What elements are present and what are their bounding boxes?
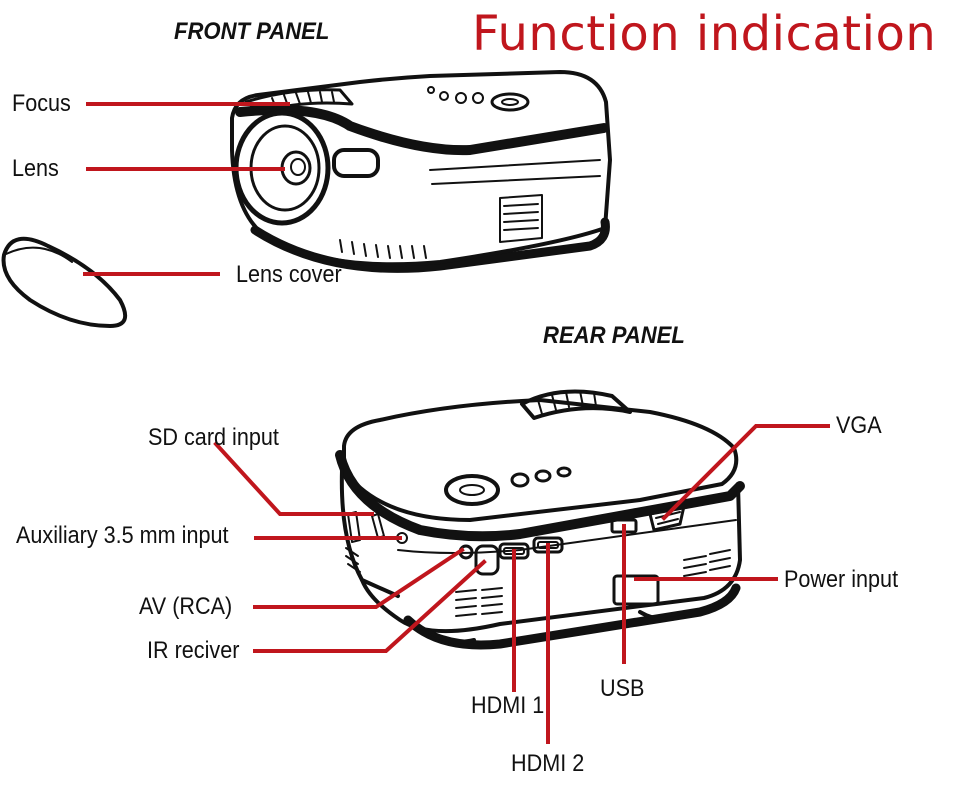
av-leader: [253, 547, 465, 609]
label-hdmi-2: HDMI 2: [511, 750, 585, 777]
vga-leader: [661, 424, 830, 521]
label-auxiliary-input: Auxiliary 3.5 mm input: [16, 522, 229, 549]
front-projector-illustration: [230, 70, 612, 273]
rear-projector-illustration: [335, 389, 745, 650]
rear-panel-heading: REAR PANEL: [543, 322, 685, 349]
label-sd-card-input: SD card input: [148, 424, 279, 451]
label-lens: Lens: [12, 155, 59, 182]
page-title: Function indication: [472, 6, 937, 62]
label-usb: USB: [600, 675, 645, 702]
label-focus: Focus: [12, 90, 71, 117]
callout-lines: [83, 102, 830, 744]
label-power-input: Power input: [784, 566, 899, 593]
label-vga: VGA: [836, 412, 882, 439]
ir-leader: [253, 559, 487, 653]
label-lens-cover: Lens cover: [236, 261, 342, 288]
sd-card-leader: [213, 441, 374, 516]
label-ir-receiver: IR reciver: [147, 637, 240, 664]
label-av-rca: AV (RCA): [139, 593, 233, 620]
front-panel-heading: FRONT PANEL: [174, 18, 330, 45]
label-hdmi-1: HDMI 1: [471, 692, 545, 719]
lens-cover-illustration: [1, 236, 128, 328]
